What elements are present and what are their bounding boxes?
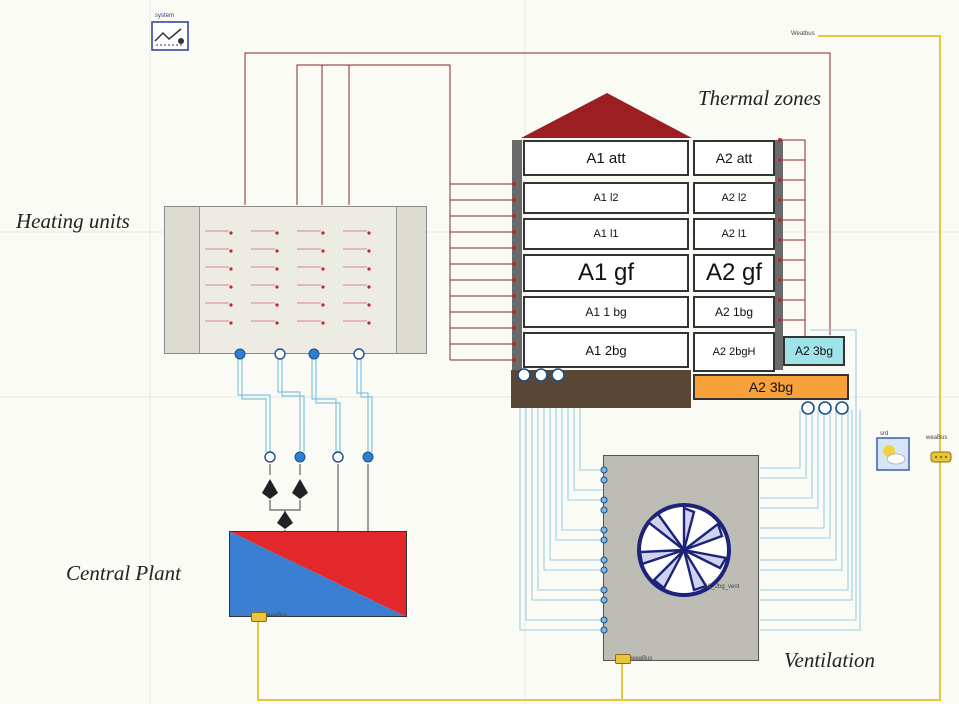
hydronic-pipes — [237, 354, 373, 452]
zone-a1-2bg[interactable]: A1 2bg — [523, 332, 689, 368]
ventilation-ducts — [519, 329, 861, 631]
building-right-stripe — [775, 140, 783, 370]
heating-units-block[interactable] — [164, 206, 427, 354]
weather-label-right: weaBus — [926, 435, 948, 441]
pump-icon[interactable] — [258, 475, 338, 535]
zone-a1-gf[interactable]: A1 gf — [523, 254, 689, 292]
port-filled — [362, 451, 374, 463]
central-plant-block[interactable] — [229, 531, 409, 619]
port-filled — [234, 348, 246, 360]
port-open — [264, 451, 276, 463]
zone-a2-2bgh[interactable]: A2 2bgH — [693, 332, 775, 372]
bus-connector-icon — [930, 451, 952, 463]
zone-a2-gf[interactable]: A2 gf — [693, 254, 775, 292]
weather-block[interactable]: srd weaBus — [874, 431, 954, 471]
sun-cloud-icon — [876, 437, 910, 471]
zone-a2-3bg[interactable]: A2 3bg — [693, 374, 849, 400]
ventilation-zone-label: A2_2bg_vent — [704, 584, 740, 590]
system-block[interactable]: system — [151, 13, 189, 51]
radiator-port-grid — [205, 230, 371, 325]
zone-a1-l2[interactable]: A1 l2 — [523, 182, 689, 214]
zone-a2-1bg[interactable]: A2 1bg — [693, 296, 775, 328]
heating-signal-wires — [244, 52, 831, 361]
plant-bus-connector[interactable] — [251, 612, 267, 622]
ventilation-bus-label: weaBus — [631, 656, 653, 662]
port-open — [332, 451, 344, 463]
port-open — [274, 348, 286, 360]
central-plant-label: Central Plant — [66, 561, 181, 585]
zone-a1-1bg[interactable]: A1 1 bg — [523, 296, 689, 328]
port-open — [353, 348, 365, 360]
fan-wheel-icon — [637, 503, 731, 597]
building-ports-left — [517, 368, 565, 382]
zone-a2-l1[interactable]: A2 l1 — [693, 218, 775, 250]
zone-a2-l2[interactable]: A2 l2 — [693, 182, 775, 214]
port-filled — [294, 451, 306, 463]
heating-units-label: Heating units — [16, 209, 130, 233]
zone-a2-att[interactable]: A2 att — [693, 140, 775, 176]
ventilation-unit[interactable]: A2_2bg_vent — [600, 455, 759, 661]
port-filled — [308, 348, 320, 360]
building-roof — [521, 93, 692, 138]
ventilation-label: Ventilation — [784, 648, 875, 672]
ventilation-port-columns — [600, 466, 608, 634]
building-left-stripe — [512, 140, 522, 370]
plant-bus-label: weaBus — [266, 613, 288, 619]
zone-a1-l1[interactable]: A1 l1 — [523, 218, 689, 250]
weather-bus-label: Weatbus — [791, 31, 815, 37]
building-ports-right — [801, 401, 849, 415]
weather-label-left: srd — [880, 431, 889, 437]
plant-port-row — [264, 451, 374, 463]
heating-port-row — [234, 348, 365, 360]
zone-a1-att[interactable]: A1 att — [523, 140, 689, 176]
heating-units-inner — [199, 207, 397, 353]
thermal-zones-label: Thermal zones — [698, 86, 822, 110]
zone-a2-3bg-small[interactable]: A2 3bg — [783, 336, 845, 366]
system-label: system — [155, 13, 175, 19]
ventilation-bus-connector[interactable] — [615, 654, 631, 664]
system-icon — [151, 21, 189, 51]
building-signal-ports — [512, 138, 782, 362]
